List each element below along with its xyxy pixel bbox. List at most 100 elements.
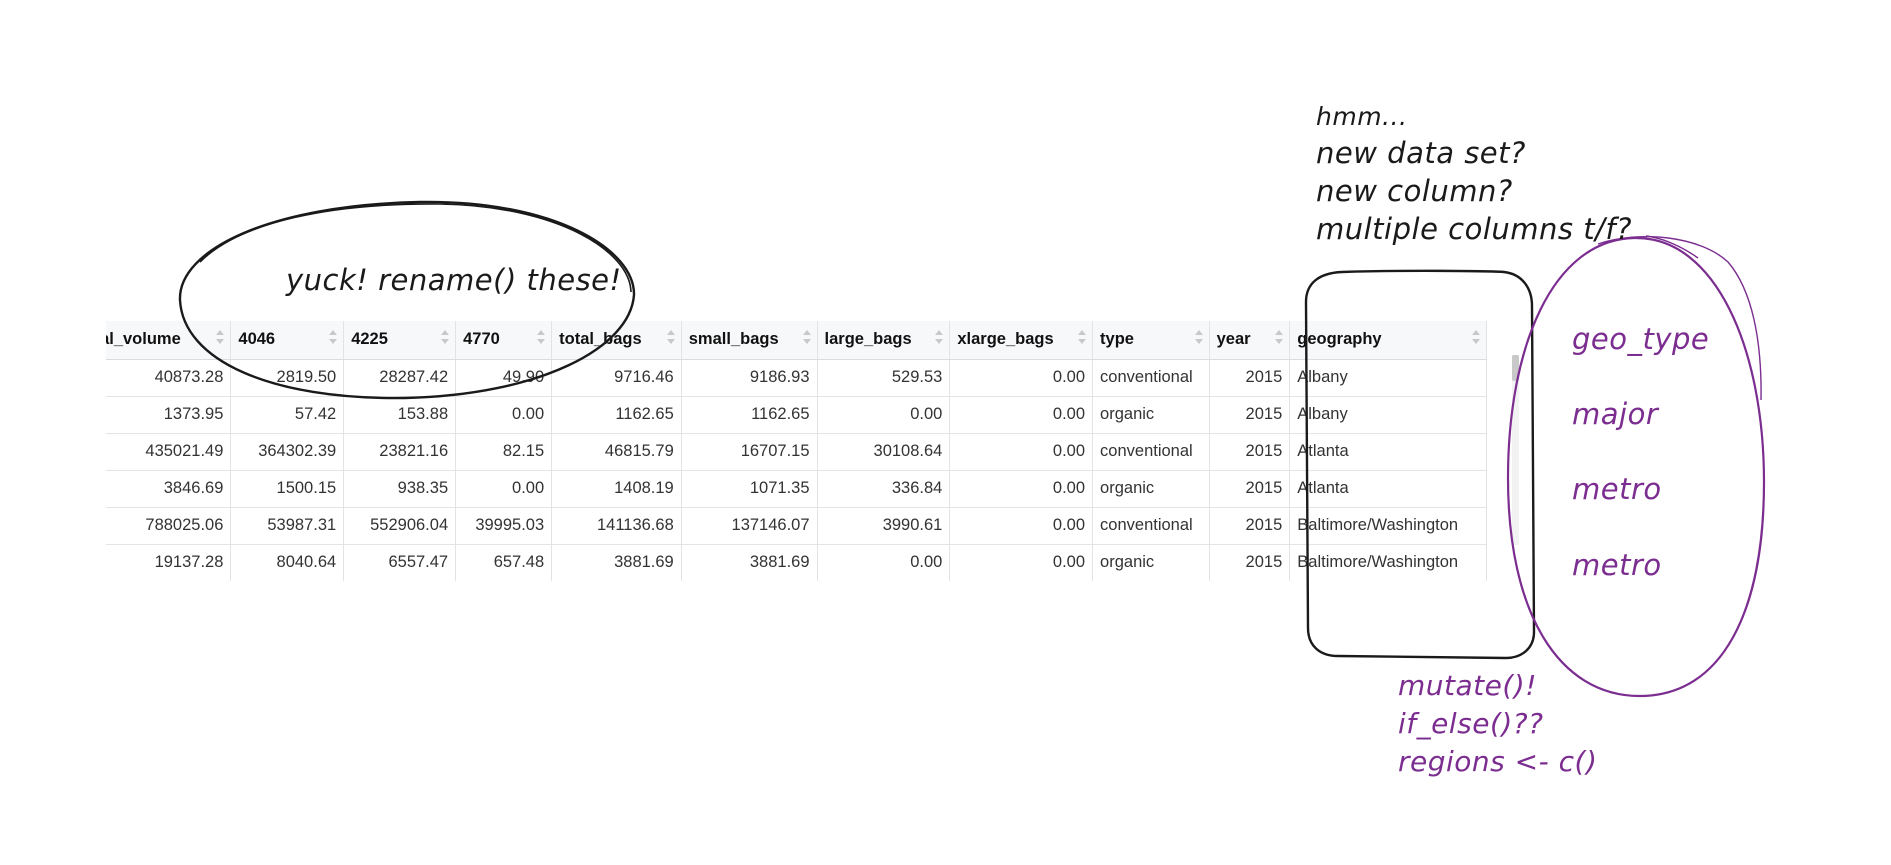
table-cell-4225: 28287.42	[343, 359, 457, 397]
table-cell-4046: 364302.39	[230, 433, 345, 471]
geo-value-major: major	[1572, 397, 1659, 431]
table-cell-total-bags: 141136.68	[551, 507, 682, 545]
question-line-new-data-set: new data set?	[1316, 136, 1526, 170]
column-header-label: total_bags	[559, 330, 642, 349]
table-cell-geography: Albany	[1289, 396, 1487, 434]
table-cell-geography: Atlanta	[1289, 470, 1487, 508]
table-cell-total-volume: 1373.95	[106, 396, 232, 434]
column-header-geography[interactable]: geography	[1289, 321, 1487, 360]
table-cell-geography: Atlanta	[1289, 433, 1487, 471]
table-cell-year: 2015	[1209, 544, 1291, 581]
mutate-note: mutate()!	[1398, 669, 1537, 702]
sort-icon[interactable]	[802, 330, 811, 344]
regions-note: regions <- c()	[1398, 745, 1598, 778]
rename-note: yuck! rename() these!	[286, 263, 622, 297]
table-cell-small-bags: 1162.65	[681, 396, 818, 434]
sort-icon[interactable]	[216, 330, 225, 344]
table-cell-year: 2015	[1209, 433, 1291, 471]
table-cell-4225: 552906.04	[343, 507, 457, 545]
table-cell-small-bags: 9186.93	[681, 359, 818, 397]
table-cell-type: organic	[1092, 544, 1210, 581]
table-cell-total-bags: 1408.19	[551, 470, 682, 508]
table-cell-geography: Albany	[1289, 359, 1487, 397]
geo-type-ellipse-tail	[1645, 235, 1699, 259]
table-cell-total-bags: 1162.65	[551, 396, 682, 434]
table-cell-type: conventional	[1092, 359, 1210, 397]
question-line-new-column: new column?	[1316, 174, 1513, 208]
column-header-label: xlarge_bags	[957, 330, 1054, 349]
column-header-total-bags[interactable]: total_bags	[551, 321, 682, 360]
table-cell-year: 2015	[1209, 470, 1291, 508]
sort-icon[interactable]	[666, 330, 675, 344]
column-header-xlarge-bags[interactable]: xlarge_bags	[949, 321, 1094, 360]
table-cell-geography: Baltimore/Washington	[1289, 507, 1487, 545]
column-header-label: small_bags	[688, 330, 779, 349]
table-header-row: total_volume 4046 4225 4770 total_bags small_…	[106, 321, 1487, 360]
table-cell-total-volume: 40873.28	[106, 359, 232, 397]
table-cell-large-bags: 336.84	[817, 470, 951, 508]
sort-icon[interactable]	[1472, 330, 1480, 344]
column-header-large-bags[interactable]: large_bags	[817, 321, 951, 360]
table-cell-4046: 53987.31	[230, 507, 345, 545]
geo-value-metro-1: metro	[1572, 472, 1662, 506]
vertical-scrollbar[interactable]	[1512, 355, 1519, 545]
sort-icon[interactable]	[441, 330, 450, 344]
table-cell-total-volume: 788025.06	[106, 507, 232, 545]
table-cell-4770: 49.90	[455, 359, 553, 397]
column-header-label: year	[1216, 330, 1251, 349]
table-cell-small-bags: 1071.35	[681, 470, 818, 508]
table-cell-large-bags: 0.00	[817, 396, 951, 434]
column-header-label: 4225	[351, 330, 388, 349]
sort-icon[interactable]	[1194, 330, 1203, 344]
question-line-hmm: hmm...	[1316, 102, 1408, 131]
table-cell-year: 2015	[1209, 396, 1291, 434]
table-cell-small-bags: 3881.69	[681, 544, 818, 581]
column-header-small-bags[interactable]: small_bags	[681, 321, 818, 360]
table-cell-geography: Baltimore/Washington	[1289, 544, 1487, 581]
table-cell-small-bags: 137146.07	[681, 507, 818, 545]
sort-icon[interactable]	[1275, 330, 1284, 344]
table-cell-total-volume: 435021.49	[106, 433, 232, 471]
table-cell-4770: 0.00	[455, 396, 553, 434]
table-cell-small-bags: 16707.15	[681, 433, 818, 471]
column-header-total-volume[interactable]: total_volume	[106, 321, 232, 360]
column-header-type[interactable]: type	[1092, 321, 1210, 360]
column-header-4046[interactable]: 4046	[230, 321, 345, 360]
sort-icon[interactable]	[1078, 330, 1087, 344]
column-header-label: geography	[1297, 330, 1382, 349]
table-cell-year: 2015	[1209, 359, 1291, 397]
geo-value-header: geo_type	[1572, 322, 1710, 356]
table-cell-type: organic	[1092, 470, 1210, 508]
table-cell-large-bags: 3990.61	[817, 507, 951, 545]
column-header-4770[interactable]: 4770	[455, 321, 553, 360]
column-header-label: 4046	[238, 330, 276, 349]
table-cell-total-bags: 9716.46	[551, 359, 682, 397]
table-cell-4225: 6557.47	[343, 544, 457, 581]
table-cell-large-bags: 30108.64	[817, 433, 951, 471]
question-line-multiple-columns: multiple columns t/f?	[1316, 212, 1632, 246]
data-table: total_volume 4046 4225 4770 total_bags small_…	[106, 321, 1487, 581]
sort-icon[interactable]	[329, 330, 338, 344]
table-cell-type: organic	[1092, 396, 1210, 434]
column-header-label: 4770	[463, 330, 500, 349]
table-cell-xlarge-bags: 0.00	[949, 359, 1094, 397]
column-header-label: large_bags	[824, 330, 912, 349]
table-cell-xlarge-bags: 0.00	[949, 544, 1094, 581]
table-cell-total-volume: 3846.69	[106, 470, 232, 508]
table-cell-type: conventional	[1092, 507, 1210, 545]
column-header-4225[interactable]: 4225	[343, 321, 457, 360]
column-header-label: type	[1100, 330, 1134, 349]
column-header-year[interactable]: year	[1209, 321, 1291, 360]
sort-icon[interactable]	[935, 330, 944, 344]
table-cell-4046: 8040.64	[230, 544, 345, 581]
table-cell-year: 2015	[1209, 507, 1291, 545]
sort-icon[interactable]	[537, 330, 546, 344]
table-cell-4770: 39995.03	[455, 507, 553, 545]
scrollbar-thumb[interactable]	[1512, 355, 1519, 381]
table-cell-xlarge-bags: 0.00	[949, 470, 1094, 508]
